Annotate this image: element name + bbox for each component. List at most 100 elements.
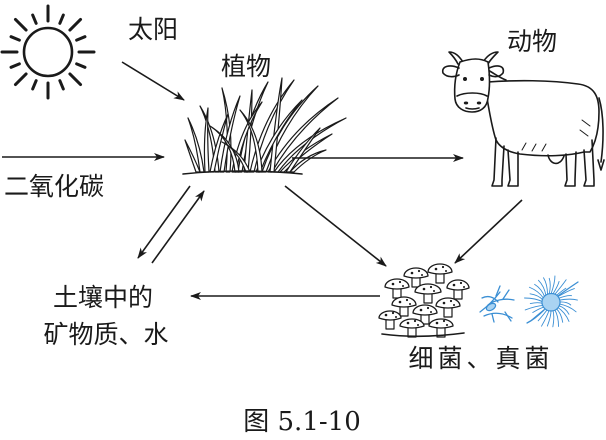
mold-hypha (556, 306, 570, 322)
mold-hypha (529, 302, 544, 305)
mushroom-spot (445, 270, 447, 272)
mushroom-spot (426, 306, 430, 310)
mushroom-stem (399, 305, 409, 317)
mold-hypha (554, 308, 559, 327)
cow-tail (597, 97, 605, 171)
grass-blade (285, 127, 321, 173)
grass-blade (255, 99, 303, 173)
decomposers-label: 细菌、真菌 (408, 344, 553, 373)
mold-hypha (548, 277, 551, 295)
mushroom-spot (395, 316, 397, 318)
mushroom-spot (391, 282, 395, 286)
mushroom-cap (428, 318, 454, 329)
grass-blade (249, 79, 295, 173)
mushroom-stem (443, 306, 453, 318)
grass-blade (209, 125, 240, 173)
sun-disc (22, 26, 74, 78)
grass-leaves (184, 77, 347, 173)
mushroom-spot (384, 313, 388, 317)
mushroom-spot (398, 300, 402, 304)
figure-caption: 图 5.1-10 (243, 407, 360, 437)
mushroom-spot (442, 301, 446, 305)
grass-blade (289, 149, 327, 173)
mushroom-spot (442, 319, 446, 323)
cow-eye (480, 77, 484, 81)
mushroom-spot (453, 304, 455, 306)
grass-blade (221, 141, 251, 173)
mushroom-ground-line (381, 332, 465, 338)
sun-ray (13, 72, 28, 87)
mold-icon (524, 275, 579, 328)
mushroom-cap (403, 267, 429, 279)
mushroom-spot (409, 303, 411, 305)
mushroom-cap (446, 279, 470, 291)
mushroom-stem (423, 292, 433, 304)
mushroom-spot (398, 280, 402, 284)
mushroom-spot (410, 271, 414, 275)
mushroom-cap (399, 318, 425, 329)
mold-hypha (524, 305, 545, 311)
mushroom-spot (419, 308, 423, 312)
soil-label-line1: 土壤中的 (53, 283, 153, 312)
mold-hypha (538, 279, 547, 297)
cow-muzzle (456, 92, 488, 97)
mushroom-stem (385, 318, 395, 330)
mold-hypha (554, 279, 567, 296)
cow-eye (463, 77, 467, 81)
cow-ear (441, 65, 460, 78)
mushroom-cap (427, 263, 453, 275)
arrow-soil-to-plant (151, 190, 205, 264)
mold-hypha (550, 275, 556, 295)
mushroom-spot (433, 290, 435, 292)
mold-colony (541, 292, 561, 312)
mushroom-spot (406, 321, 410, 325)
sun-ray (58, 79, 65, 91)
mold-hypha (558, 298, 578, 301)
bacteria-strand (483, 312, 513, 319)
sun-ray (9, 62, 21, 69)
cow-rear-leg (564, 151, 577, 187)
cow-udder (547, 154, 565, 165)
grass-blade (239, 109, 263, 173)
mushroom-spot (459, 281, 463, 285)
mushroom-spot (463, 286, 465, 288)
sun-rays (0, 4, 96, 100)
sun-ray (13, 17, 28, 32)
cow-body (486, 79, 600, 157)
sun-icon (0, 4, 96, 100)
cow-nostril (476, 101, 482, 105)
cow-icon (441, 51, 605, 187)
mushroom-spot (421, 274, 423, 276)
mushroom-cap (412, 304, 438, 316)
mushroom-stem (453, 288, 463, 300)
mold-hypha (558, 303, 577, 313)
mushroom-spot (452, 283, 456, 287)
sun-ray (75, 35, 87, 42)
mushroom-spot (449, 299, 453, 303)
mold-hypha (528, 286, 545, 299)
mushroom-stem (420, 313, 430, 325)
mushrooms (378, 263, 470, 338)
mushroom-spot (417, 324, 419, 326)
grass-blade (184, 139, 201, 173)
arrow-animal-to-decomposers (454, 199, 523, 264)
mushroom-cap (384, 278, 410, 290)
mold-hypha (552, 281, 560, 295)
mold-hypha (543, 277, 548, 296)
arrow-plant-to-decomposers (284, 185, 387, 267)
grass-ground-line (182, 170, 303, 175)
sun-ray (68, 17, 83, 32)
cow-nostril (463, 101, 469, 105)
sun-ray (58, 13, 65, 25)
sun-ray (31, 13, 38, 25)
plant-label: 植物 (221, 52, 271, 81)
sun-ray (31, 79, 38, 91)
mushroom-stem (411, 276, 421, 288)
grass-blade (273, 117, 347, 173)
bacteria-strand (481, 295, 499, 303)
grass-icon (182, 77, 347, 175)
mushroom-spot (441, 265, 445, 269)
mushroom-spot (391, 311, 395, 315)
grass-blade (187, 117, 205, 173)
sun-ray (68, 72, 83, 87)
